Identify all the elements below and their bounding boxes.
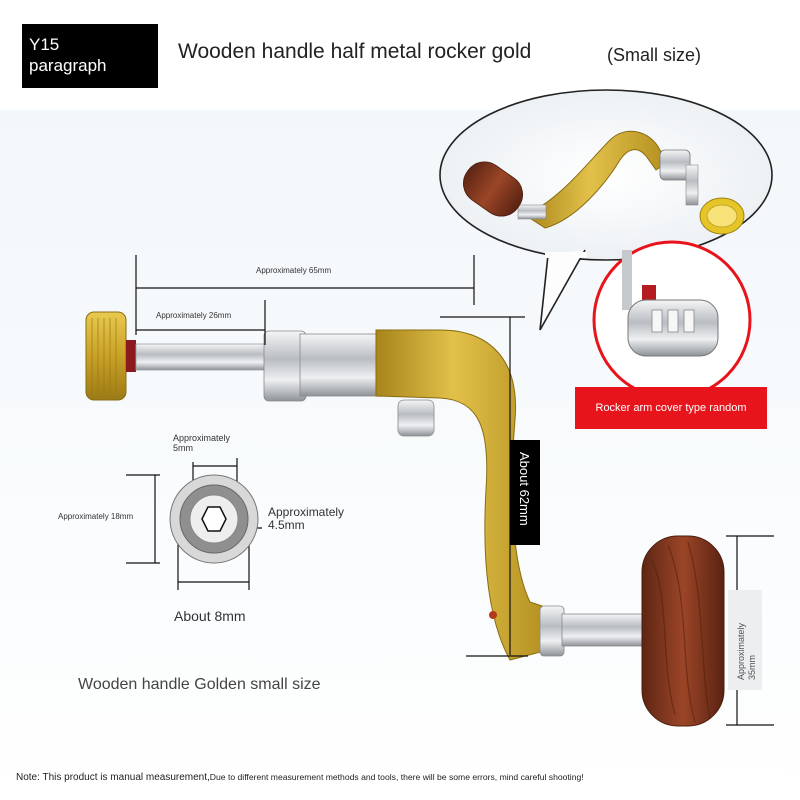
dimension-hole-5: Approximately 5mm (173, 433, 231, 453)
dimension-knob-35: Approximately 35mm (728, 590, 762, 690)
dimension-length-65: Approximately 65mm (256, 266, 332, 275)
page-title: Wooden handle half metal rocker gold (178, 40, 532, 63)
dimension-inner-4-5: Approximately 4.5mm (268, 505, 345, 532)
model-code: Y15 (29, 35, 60, 54)
model-label: Y15 paragraph (22, 24, 158, 88)
dimension-arm-62: About 62mm (510, 440, 540, 545)
dimension-knob-35-label: Approximately 35mm (736, 622, 757, 680)
dimension-outer-18: Approximately 18mm (58, 512, 134, 521)
dimension-length-26: Approximately 26mm (156, 311, 232, 320)
footnote-part-1: Note: This product is manual measurement… (16, 771, 210, 783)
size-note: (Small size) (607, 45, 702, 65)
product-caption: Wooden handle Golden small size (78, 676, 321, 693)
inset-bubble (439, 89, 773, 331)
cover-random-badge: Rocker arm cover type random (575, 387, 767, 429)
footnote-part-2: Due to different measurement methods and… (209, 772, 584, 782)
main-handle (85, 311, 725, 727)
measurement-footnote: Note: This product is manual measurement… (14, 766, 786, 788)
dimension-arm-62-label: About 62mm (517, 452, 532, 526)
hex-socket-diagram (169, 474, 259, 564)
dimension-width-8: About 8mm (174, 608, 246, 624)
cover-closeup (592, 240, 752, 400)
model-subtitle: paragraph (29, 56, 107, 75)
